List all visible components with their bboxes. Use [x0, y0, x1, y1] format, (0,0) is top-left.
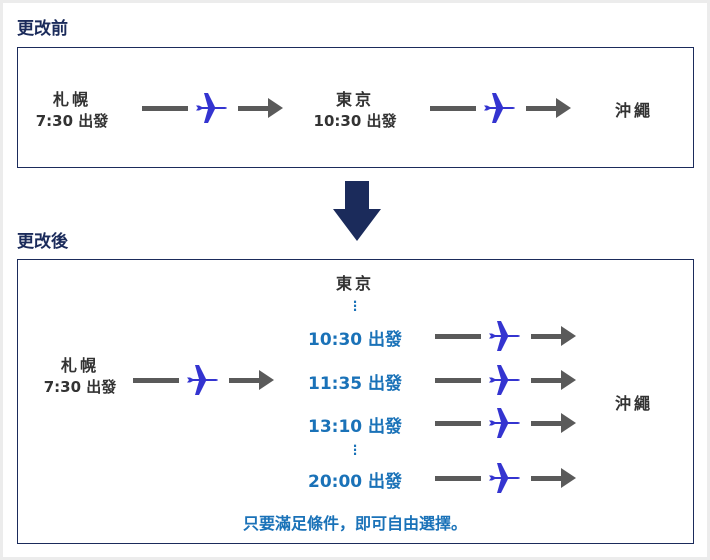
- route-line: [238, 106, 270, 111]
- airplane-icon: [487, 318, 523, 354]
- flight-segment: [142, 88, 288, 128]
- route-line: [229, 378, 261, 383]
- before-transfer-time: 10:30 出發: [313, 112, 397, 130]
- airplane-icon: [185, 362, 221, 398]
- airplane-icon: [194, 90, 230, 126]
- before-origin-city: 札幌: [52, 90, 92, 109]
- arrow-head-icon: [561, 370, 576, 390]
- before-transfer-city: 東京: [335, 90, 375, 109]
- flight-segment: [430, 88, 576, 128]
- after-box: [17, 259, 694, 544]
- departure-time: 13:10 出發: [307, 417, 403, 437]
- before-heading: 更改前: [17, 19, 68, 39]
- departure-time: 11:35 出發: [307, 374, 403, 394]
- airplane-icon: [482, 90, 518, 126]
- airplane-icon: [487, 405, 523, 441]
- route-line: [435, 421, 481, 426]
- route-line: [526, 106, 558, 111]
- after-transfer-city: 東京: [335, 274, 375, 293]
- after-origin-time: 7:30 出發: [43, 378, 117, 396]
- after-heading: 更改後: [17, 232, 68, 252]
- arrow-head-icon: [561, 326, 576, 346]
- route-line: [435, 378, 481, 383]
- route-line: [430, 106, 476, 111]
- after-origin-city: 札幌: [60, 356, 100, 375]
- down-arrow-icon: [333, 181, 381, 241]
- arrow-head-icon: [561, 413, 576, 433]
- route-line: [531, 421, 563, 426]
- route-line: [435, 476, 481, 481]
- airplane-icon: [487, 460, 523, 496]
- departure-time: 20:00 出發: [307, 472, 403, 492]
- route-line: [133, 378, 179, 383]
- route-line: [531, 476, 563, 481]
- arrow-head-icon: [268, 98, 283, 118]
- selection-note: 只要滿足條件，即可自由選擇。: [242, 514, 468, 533]
- after-destination-city: 沖繩: [614, 394, 654, 413]
- ellipsis-dots: ···: [352, 439, 358, 461]
- flight-segment: [435, 403, 581, 443]
- arrow-head-icon: [259, 370, 274, 390]
- flight-segment: [435, 316, 581, 356]
- before-origin-time: 7:30 出發: [35, 112, 109, 130]
- flight-segment: [435, 458, 581, 498]
- route-line: [531, 378, 563, 383]
- route-line: [435, 334, 481, 339]
- arrow-head-icon: [561, 468, 576, 488]
- departure-time: 10:30 出發: [307, 330, 403, 350]
- ellipsis-dots: ···: [352, 295, 358, 317]
- airplane-icon: [487, 362, 523, 398]
- flight-segment: [435, 360, 581, 400]
- before-destination-city: 沖繩: [614, 101, 654, 120]
- flight-segment: [133, 360, 279, 400]
- before-box: [17, 47, 694, 168]
- arrow-head-icon: [556, 98, 571, 118]
- route-line: [142, 106, 188, 111]
- route-line: [531, 334, 563, 339]
